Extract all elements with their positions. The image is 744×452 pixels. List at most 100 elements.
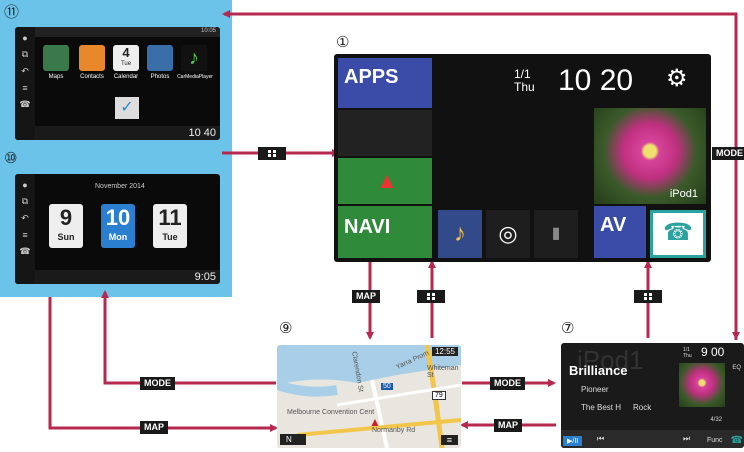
mode-label-9-10: MODE: [140, 377, 175, 390]
av-source-bg-label: iPod1: [577, 345, 644, 375]
time-display: 10 20: [558, 64, 634, 97]
eq-button[interactable]: EQ: [732, 365, 741, 371]
label-screen-9: ⑨: [279, 319, 293, 337]
map-label-10-9: MAP: [140, 421, 168, 434]
carmediaplayer-app-icon[interactable]: ♪: [181, 45, 207, 71]
av-weekday-value: Thu: [683, 353, 692, 359]
contacts-app-icon[interactable]: [79, 45, 105, 71]
av-label: AV: [600, 214, 627, 236]
photos-app-label: Photos: [150, 74, 170, 80]
home-button-icon-7: [634, 290, 662, 303]
navi-tile[interactable]: NAVI: [338, 206, 432, 258]
func-button[interactable]: Func: [707, 437, 723, 444]
calendar-app-label: Calendar: [113, 74, 139, 80]
home-button-icon: [258, 147, 286, 160]
usb-source-icon[interactable]: ▮: [534, 210, 578, 258]
screen11-bottom-bar: [35, 126, 220, 140]
map-street-2: Whiteman St: [427, 365, 459, 379]
av-date: 1/1 Thu: [683, 347, 692, 359]
av-album: The Best H: [581, 403, 622, 412]
phone-tile[interactable]: ☎: [650, 210, 706, 258]
screen11-status-bar: [35, 27, 220, 37]
prev-track-icon[interactable]: ⏮: [597, 434, 605, 443]
disc-source-icon[interactable]: ◎: [486, 210, 530, 258]
calendar-app-icon[interactable]: 4 Tue: [113, 45, 139, 71]
screen-11-app-launcher: ●⧉↶≡☎ 10:05 4 Tue ♪ Maps Contacts Calend…: [15, 27, 220, 140]
screen-9-map: 12:55 Yarra Prom Whiteman St Clarendon S…: [277, 345, 461, 448]
source-label: iPod1: [669, 188, 698, 200]
map-compass[interactable]: N: [280, 434, 306, 445]
calendar-day-weekday: Mon: [108, 232, 128, 242]
map-roads: [277, 345, 461, 448]
navi-arrow-icon: ▲: [376, 168, 398, 193]
calendar-day-weekday: Sun: [57, 232, 75, 242]
map-menu-icon[interactable]: ≡: [440, 435, 458, 445]
calendar-day-number: 11: [158, 205, 182, 230]
map-street-4: Normanby Rd: [372, 427, 416, 434]
label-screen-1: ①: [336, 33, 350, 51]
map-route-badge: 79: [432, 391, 446, 400]
av-phone-icon[interactable]: ☎: [730, 435, 743, 446]
screen10-sidebar: ●⧉↶≡☎: [15, 174, 35, 284]
screen-1-top-menu: APPS ▲ NAVI 1/1 Thu 10 20 ⚙ iPod1 ♪ ◎ ▮ …: [334, 54, 711, 262]
av-album-art: [679, 363, 725, 407]
map-label-1-9: MAP: [352, 290, 380, 303]
photos-app-icon[interactable]: [147, 45, 173, 71]
label-screen-11: ⑪: [4, 3, 20, 21]
date-display: 1/1 Thu: [514, 68, 535, 94]
screen11-status-time: 10:05: [200, 28, 216, 34]
calendar-month: November 2014: [95, 183, 145, 190]
settings-gear-icon[interactable]: ⚙: [666, 65, 688, 92]
arrow-9-to-10: [101, 290, 276, 385]
av-track-count: 4/32: [710, 417, 722, 423]
mode-label-9-7: MODE: [490, 377, 525, 390]
av-tile[interactable]: AV: [594, 206, 646, 258]
switch-tile[interactable]: [338, 110, 432, 156]
arrow-10-to-9: [48, 297, 278, 432]
screen11-time: 10 40: [188, 127, 216, 139]
apps-tile[interactable]: APPS: [338, 58, 432, 108]
calendar-day-mon[interactable]: 10 Mon: [101, 204, 135, 248]
home-button-icon-9: [417, 290, 445, 303]
av-track-title: Brilliance: [569, 363, 628, 378]
screen-7-av: iPod1 Brilliance 1/1 Thu 9 00 Pioneer Th…: [561, 343, 744, 448]
vehicle-position-icon: ▲: [369, 415, 381, 429]
next-track-icon[interactable]: ⏭: [683, 434, 691, 443]
label-screen-10: ⑩: [4, 149, 18, 167]
apps-label: APPS: [344, 66, 399, 88]
map-road-number: 50: [381, 383, 393, 390]
date-value: 1/1: [514, 67, 531, 81]
calendar-day-sun[interactable]: 9 Sun: [49, 204, 83, 248]
screen10-bottom-bar: [35, 270, 220, 284]
screen11-sidebar: ●⧉↶≡☎: [15, 27, 35, 140]
calendar-day-weekday: Tue: [162, 232, 178, 242]
label-screen-7: ⑦: [561, 319, 575, 337]
av-control-bar: [561, 430, 744, 448]
map-label-7-9: MAP: [494, 419, 522, 432]
screen-10-calendar: ●⧉↶≡☎ November 2014 9 Sun 10 Mon 11 Tue …: [15, 174, 220, 284]
music-source-icon[interactable]: ♪: [438, 210, 482, 258]
screen10-time: 9:05: [194, 271, 216, 283]
navi-label: NAVI: [344, 216, 391, 238]
check-icon: ✓: [115, 97, 139, 119]
calendar-day-tue[interactable]: 11 Tue: [153, 204, 187, 248]
map-tile[interactable]: ▲: [338, 158, 432, 204]
play-pause-button[interactable]: ▶/II: [563, 436, 583, 446]
weekday-value: Thu: [514, 80, 535, 94]
carmediaplayer-app-label: CarMediaPlayer: [177, 74, 213, 80]
calendar-app-number: 4: [122, 45, 130, 60]
calendar-day-number: 9: [59, 205, 73, 230]
av-date-value: 1/1: [683, 347, 690, 353]
av-time: 9 00: [701, 345, 725, 359]
maps-app-icon[interactable]: [43, 45, 69, 71]
contacts-app-label: Contacts: [80, 74, 104, 80]
av-artist: Pioneer: [581, 385, 609, 394]
calendar-app-day: Tue: [120, 61, 132, 67]
calendar-day-number: 10: [105, 205, 131, 230]
maps-app-label: Maps: [48, 74, 64, 80]
av-genre: Rock: [633, 403, 652, 412]
mode-label-right: MODE: [712, 147, 744, 160]
album-art[interactable]: iPod1: [594, 108, 706, 204]
map-time: 12:55: [431, 347, 458, 356]
map-street-5: Melbourne Convention Cent: [287, 409, 375, 416]
